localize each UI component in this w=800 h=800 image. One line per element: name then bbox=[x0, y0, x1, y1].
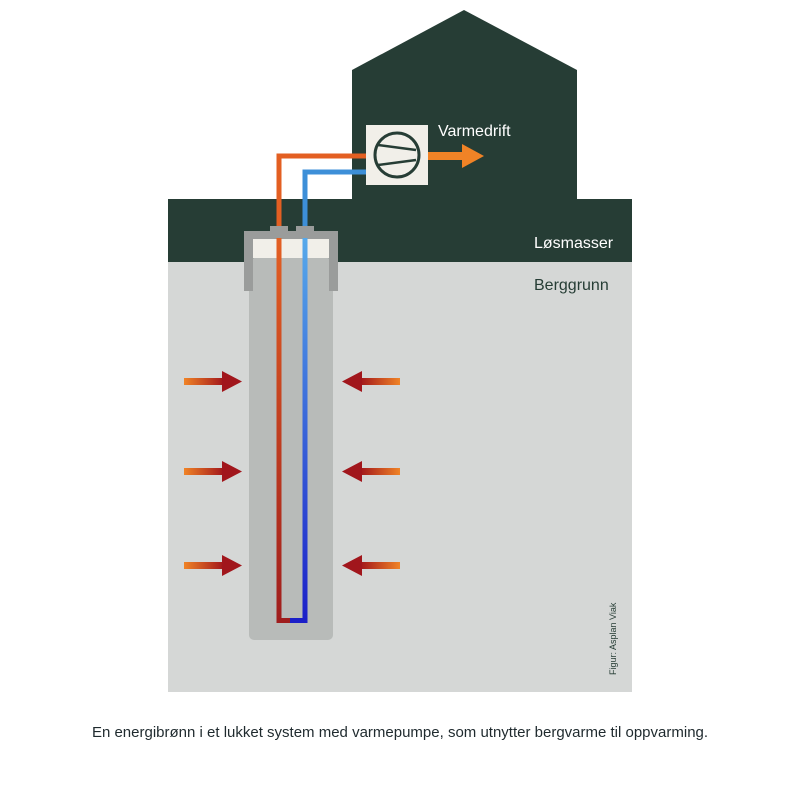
arrow-inward-icon bbox=[342, 461, 400, 482]
arrow-inward-icon bbox=[342, 371, 400, 392]
cold-pipe-upper bbox=[302, 169, 370, 226]
heat-output-label: Varmedrift bbox=[438, 123, 511, 140]
arrow-right-icon bbox=[428, 144, 484, 168]
figure-caption: En energibrønn i et lukket system med va… bbox=[91, 724, 709, 741]
arrow-inward-icon bbox=[184, 555, 242, 576]
heat-pump-unit bbox=[366, 125, 428, 185]
well-top-seal bbox=[253, 239, 329, 258]
well-cap-top bbox=[244, 231, 338, 239]
figure-credit: Figur: Asplan Viak bbox=[608, 602, 618, 675]
well-cap-right bbox=[329, 231, 338, 291]
loose-soil-label: Løsmasser bbox=[534, 235, 614, 252]
hot-pipe-upper bbox=[276, 153, 370, 226]
arrow-inward-icon bbox=[184, 371, 242, 392]
cold-pipe-down bbox=[302, 238, 308, 623]
well-shaft bbox=[249, 258, 333, 640]
pipe-bottom-loop-hot bbox=[276, 618, 293, 623]
pipe-bottom-loop-cold bbox=[290, 618, 308, 623]
hot-pipe-down bbox=[276, 238, 282, 623]
pipe-connector-right bbox=[296, 226, 314, 238]
bedrock-layer bbox=[168, 262, 632, 692]
pipe-connector-left bbox=[270, 226, 288, 238]
well-cap-left bbox=[244, 231, 253, 291]
arrow-inward-icon bbox=[184, 461, 242, 482]
loose-soil-layer bbox=[168, 199, 632, 262]
bedrock-label: Berggrunn bbox=[534, 277, 609, 294]
compressor-icon bbox=[373, 131, 421, 179]
arrow-inward-icon bbox=[342, 555, 400, 576]
